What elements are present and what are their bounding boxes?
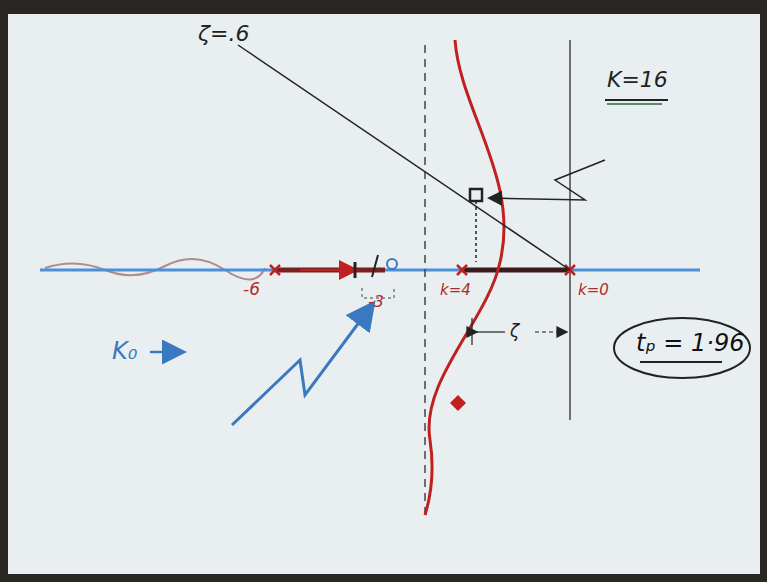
gain-label: k=4 — [440, 282, 471, 299]
gain-label: K=16 — [607, 68, 668, 92]
paper-sheet — [8, 14, 760, 574]
damping-label: ζ=.6 — [198, 22, 249, 46]
gain-label: k=0 — [578, 282, 609, 299]
pole-value: -6 — [243, 280, 260, 299]
gain-label: K₀ — [112, 338, 137, 364]
dimension-label: ζ — [510, 322, 519, 341]
peak-time-note: tₚ = 1·96 — [636, 330, 745, 356]
zero-value: -3 — [368, 293, 384, 311]
